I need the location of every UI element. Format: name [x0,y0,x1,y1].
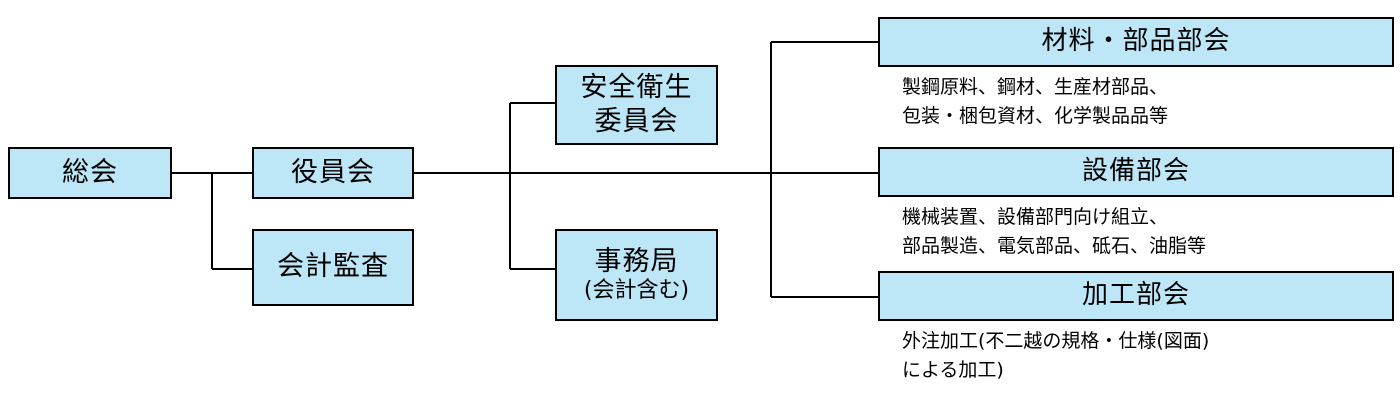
audit-box: 会計監査 [252,229,414,306]
safety-committee-box: 安全衛生 委員会 [555,65,718,145]
equipment-description-line-2: 部品製造、電気部品、砥石、油脂等 [902,235,1207,257]
safety-committee-label-line-2: 委員会 [594,106,679,137]
equipment-section-title: 設備部会 [1081,156,1190,187]
processing-section-description: 外注加工(不二越の規格・仕様(図面) による加工) [902,327,1209,385]
equipment-section-box: 設備部会 [878,147,1394,197]
equipment-description-line-1: 機械装置、設備部門向け組立、 [902,206,1169,228]
materials-description-line-2: 包装・梱包資材、化学製品品等 [902,105,1169,127]
secretariat-note: (会計含む) [583,278,690,303]
safety-committee-label-line-1: 安全衛生 [580,72,693,104]
secretariat-box: 事務局 (会計含む) [555,229,718,321]
board-box: 役員会 [252,147,414,199]
secretariat-title: 事務局 [594,245,679,277]
general-assembly-box: 総会 [8,147,172,199]
materials-section-box: 材料・部品部会 [878,17,1394,67]
materials-section-description: 製鋼原料、鋼材、生産材部品、 包装・梱包資材、化学製品品等 [902,73,1168,131]
materials-section-title: 材料・部品部会 [1041,26,1231,57]
materials-description-line-1: 製鋼原料、鋼材、生産材部品、 [902,76,1169,98]
processing-section-box: 加工部会 [878,271,1394,321]
equipment-section-description: 機械装置、設備部門向け組立、 部品製造、電気部品、砥石、油脂等 [902,203,1206,261]
processing-section-title: 加工部会 [1081,280,1190,311]
audit-label: 会計監査 [277,251,389,283]
board-label: 役員会 [291,156,375,188]
processing-description-line-1: 外注加工(不二越の規格・仕様(図面) [902,330,1210,352]
processing-description-line-2: による加工) [902,359,1004,381]
general-assembly-label: 総会 [62,156,118,188]
